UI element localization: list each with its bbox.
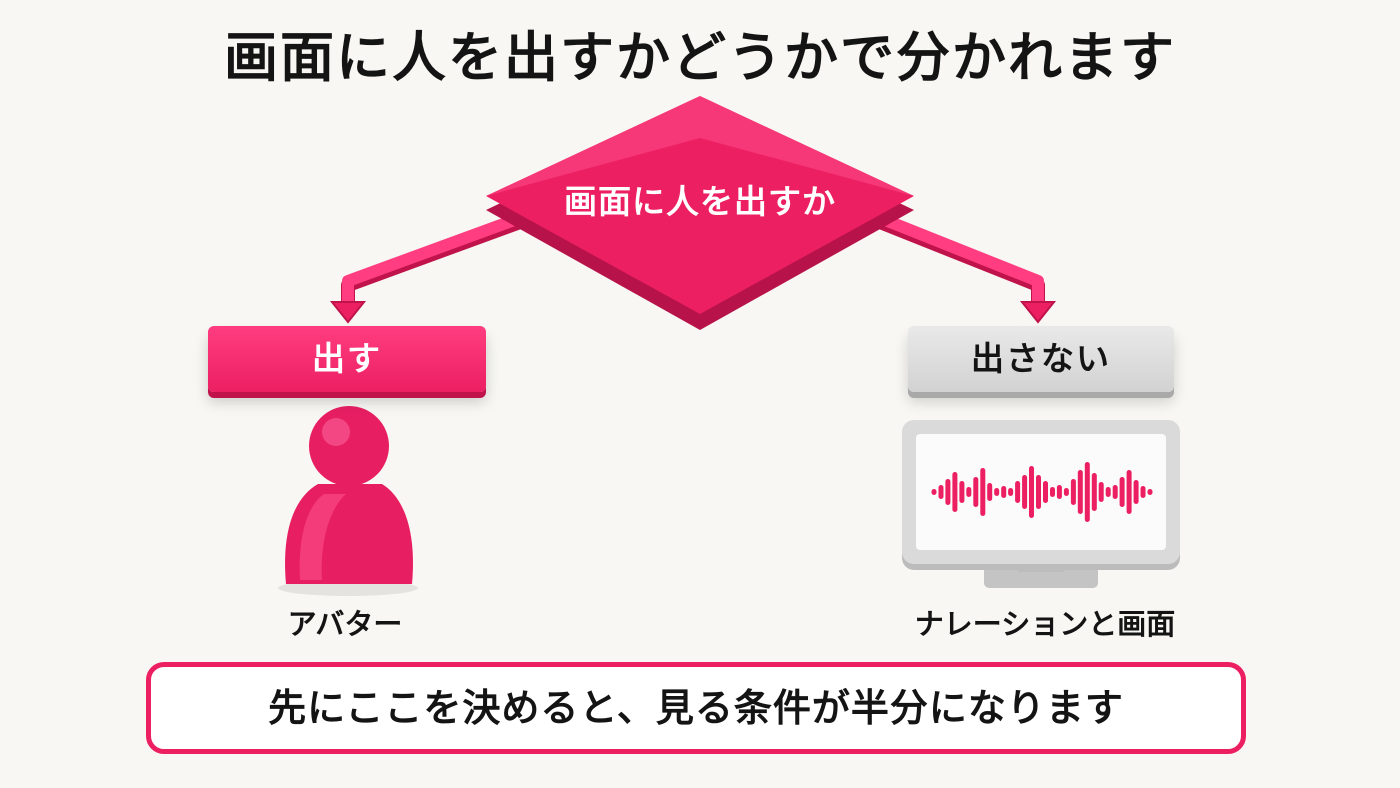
waveform-bar bbox=[1043, 481, 1048, 503]
waveform-bar bbox=[1147, 489, 1153, 495]
waveform-bar bbox=[1091, 473, 1097, 511]
waveform-bar bbox=[1036, 475, 1041, 509]
waveform-bar bbox=[959, 481, 965, 503]
branch-no-box: 出さない bbox=[908, 326, 1174, 392]
waveform-bar bbox=[931, 489, 937, 495]
monitor-waveform-icon bbox=[902, 420, 1180, 588]
page-title: 画面に人を出すかどうかで分かれます bbox=[224, 26, 1176, 89]
waveform-bar bbox=[1008, 488, 1014, 496]
waveform-bar bbox=[1029, 466, 1034, 518]
waveform-bar bbox=[1056, 485, 1062, 499]
waveform-bar bbox=[1063, 488, 1069, 496]
avatar-person-icon bbox=[278, 406, 418, 596]
caption-narration: ナレーションと画面 bbox=[914, 607, 1176, 641]
waveform-bar bbox=[994, 488, 1000, 496]
waveform-bar bbox=[980, 468, 986, 516]
waveform-bar bbox=[1084, 462, 1090, 522]
waveform bbox=[931, 462, 1153, 522]
waveform-bar bbox=[1119, 477, 1125, 507]
waveform-bar bbox=[966, 487, 972, 497]
waveform-bar bbox=[1001, 486, 1007, 498]
caption-avatar: アバター bbox=[287, 607, 403, 641]
branch-yes-box: 出す bbox=[208, 326, 486, 392]
waveform-bar bbox=[1098, 482, 1104, 502]
waveform-bar bbox=[1105, 487, 1111, 497]
waveform-bar bbox=[1112, 485, 1118, 499]
note-box: 先にここを決めると、見る条件が半分になります bbox=[146, 662, 1246, 754]
connector-right bbox=[877, 212, 1057, 324]
waveform-bar bbox=[938, 485, 944, 499]
waveform-bar bbox=[1140, 486, 1146, 498]
waveform-bar bbox=[1015, 481, 1021, 503]
waveform-bar bbox=[1126, 470, 1132, 514]
waveform-bar bbox=[1133, 480, 1139, 504]
waveform-bar bbox=[945, 479, 951, 505]
waveform-bar bbox=[1022, 475, 1028, 509]
waveform-bar bbox=[952, 472, 958, 512]
waveform-bar bbox=[1070, 479, 1076, 505]
waveform-bar bbox=[973, 477, 979, 507]
waveform-bar bbox=[1050, 487, 1055, 497]
waveform-bar bbox=[987, 483, 993, 501]
waveform-bar bbox=[1077, 470, 1083, 514]
decision-diamond bbox=[486, 96, 914, 330]
connector-left bbox=[329, 212, 523, 324]
decision-label: 画面に人を出すか bbox=[564, 182, 836, 221]
